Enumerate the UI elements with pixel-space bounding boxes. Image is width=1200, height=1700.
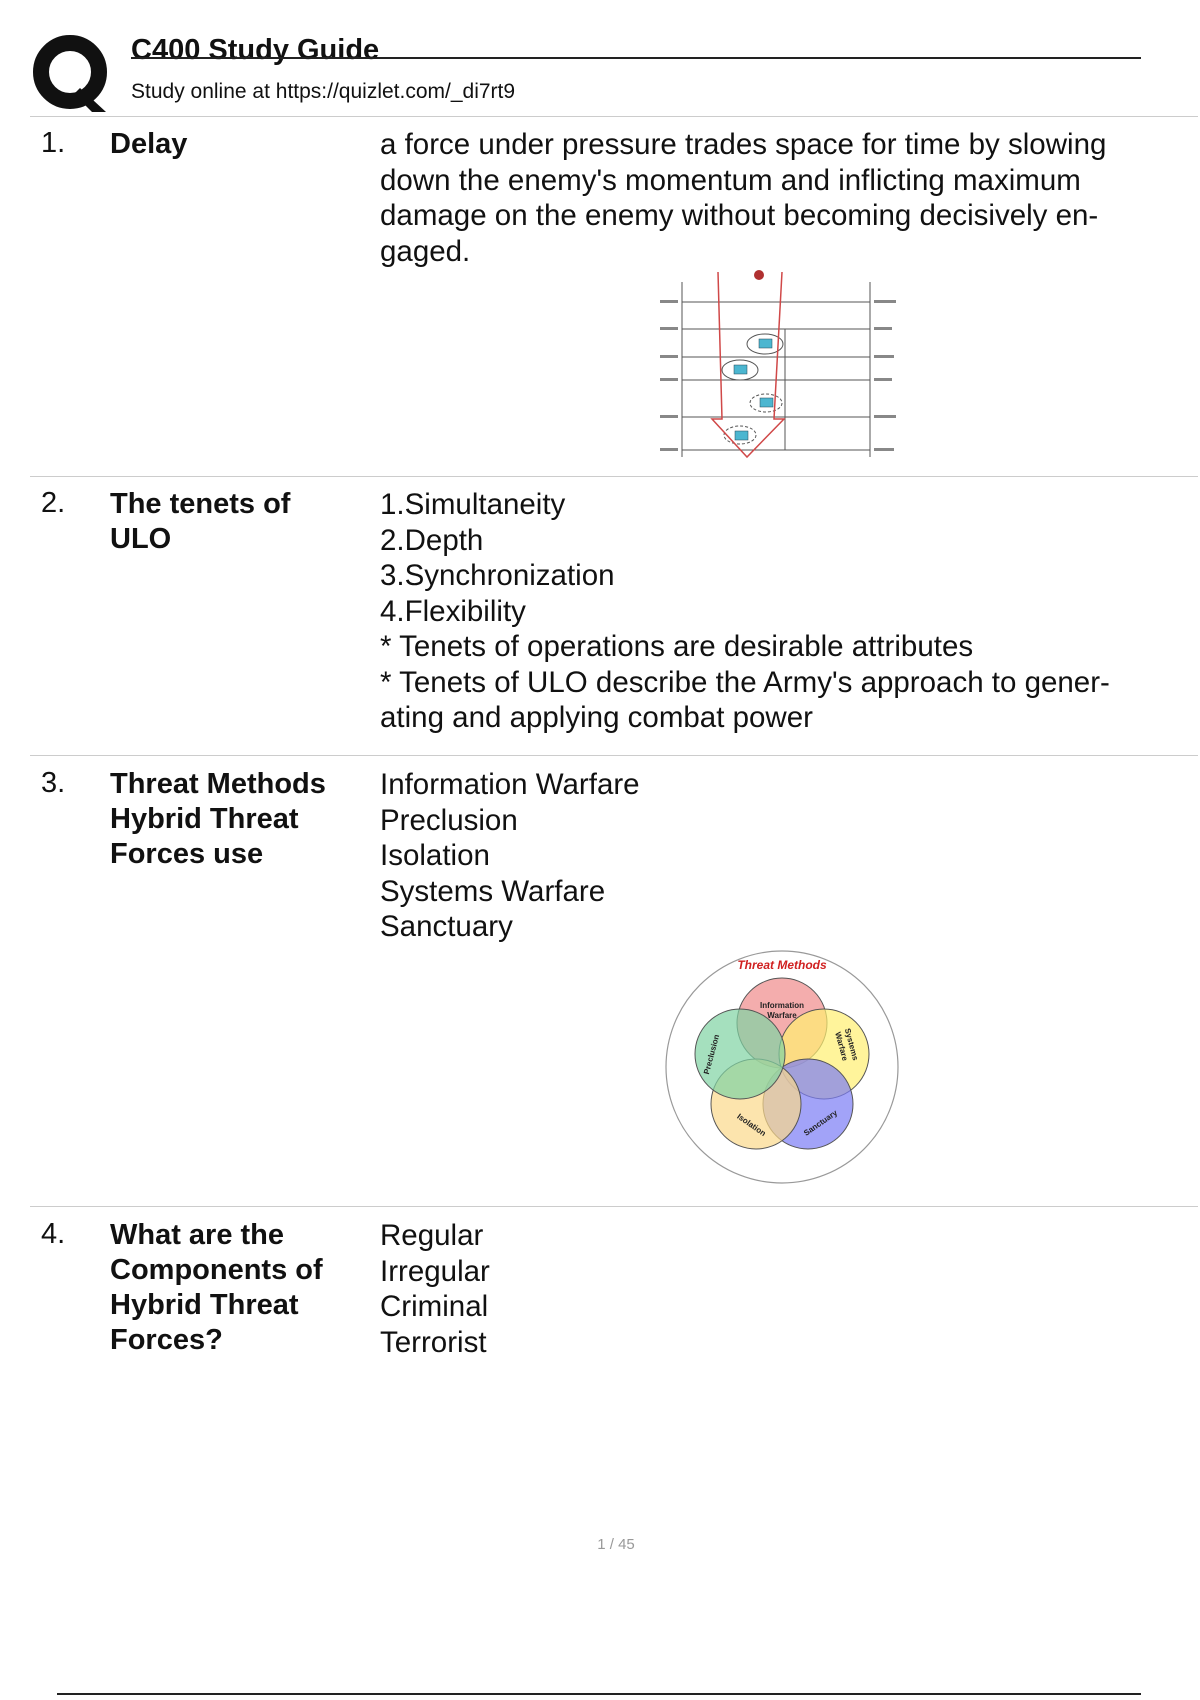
document-title: C400 Study Guide (131, 34, 380, 66)
delay-diagram-image (660, 270, 896, 459)
footer-rule (57, 1693, 1141, 1695)
card-definition: a force under pressure trades space for … (380, 128, 1107, 268)
page-number: 1 / 45 (597, 1536, 635, 1553)
divider (30, 116, 1198, 117)
title-underline (131, 57, 1141, 59)
divider (30, 1206, 1198, 1207)
svg-text:Threat Methods: Threat Methods (737, 958, 827, 972)
divider (30, 755, 1198, 756)
card-number: 4. (41, 1218, 66, 1250)
svg-text:Warfare: Warfare (767, 1011, 797, 1020)
quizlet-logo-icon (33, 35, 107, 112)
card-number: 1. (41, 127, 66, 159)
card-number: 2. (41, 487, 66, 519)
svg-text:Information: Information (760, 1001, 804, 1010)
card-number: 3. (41, 767, 66, 799)
study-online-link[interactable]: Study online at https://quizlet.com/_di7… (131, 80, 516, 103)
threat-methods-venn-image: Threat Methods Information Warfare Precl… (665, 950, 899, 1184)
divider (30, 476, 1198, 477)
card-term: Delay (110, 128, 188, 160)
